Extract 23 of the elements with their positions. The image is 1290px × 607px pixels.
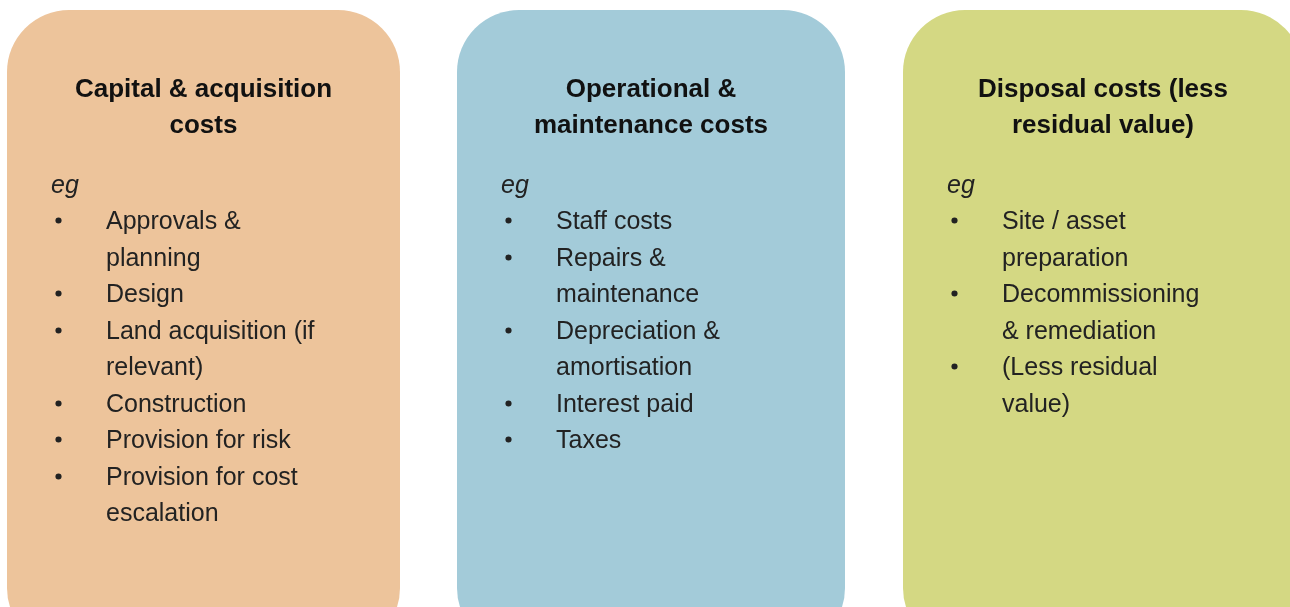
bullet-text: Interest paid: [556, 388, 694, 417]
bullet-text: Provision for cost escalation: [106, 461, 298, 526]
example-label: eg: [501, 169, 529, 200]
rounded-card: [457, 10, 845, 607]
bullet-text: Repairs & maintenance: [556, 242, 700, 307]
bullet-text: Construction: [106, 388, 247, 417]
bullet-text: Provision for risk: [106, 425, 291, 453]
bullet-text: Staff costs: [556, 206, 673, 234]
card-heading: Operational & maintenance costs: [532, 72, 770, 141]
bullet-text: Site / asset preparation: [1002, 206, 1129, 271]
card-heading: Disposal costs (less residual value): [977, 72, 1229, 141]
example-label: eg: [947, 169, 975, 200]
bullet-text: (Less residual value): [1002, 352, 1158, 417]
bullet-text: Taxes: [556, 425, 622, 453]
example-label: eg: [51, 169, 79, 200]
bullet-text: Depreciation & amortisation: [556, 315, 720, 380]
card-heading: Capital & acquisition costs: [73, 72, 334, 141]
bullet-text: Decommissioning & remediation: [1002, 279, 1200, 344]
bullet-text: Land acquisition (if relevant): [106, 315, 315, 380]
bullet-text: Approvals & planning: [106, 206, 241, 271]
bullet-text: Design: [106, 279, 184, 307]
rounded-card: [7, 10, 400, 607]
rounded-card: [903, 10, 1290, 607]
